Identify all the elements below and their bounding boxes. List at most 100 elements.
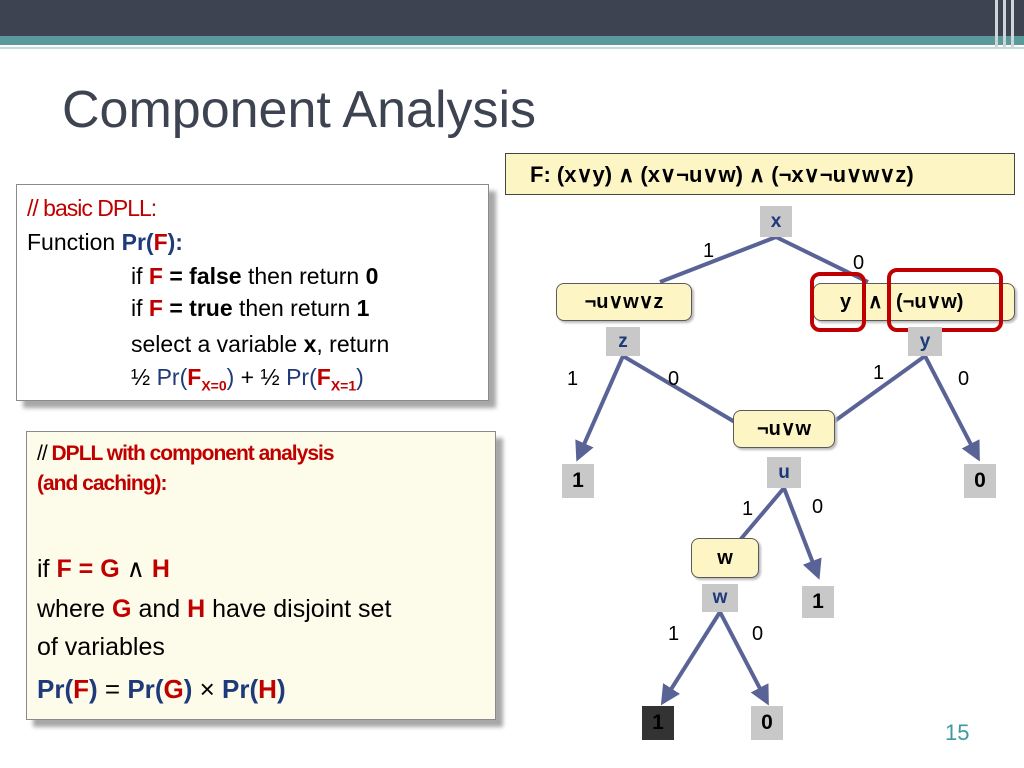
page-number: 15 — [945, 720, 970, 745]
header-accent-bar — [0, 36, 1024, 45]
f-symbol: F — [73, 674, 90, 704]
true-literal: = true — [162, 295, 233, 321]
paren: ( — [309, 364, 317, 390]
component-comment-line1: // DPLL with component analysis — [37, 442, 335, 466]
highlight-u-w — [887, 268, 1003, 332]
leaf-w-1: 1 — [642, 706, 674, 740]
node-x: x — [760, 206, 792, 237]
node-y: y — [908, 327, 942, 356]
edge-label: 1 — [873, 362, 885, 384]
formula-text: F: (x∨y) ∧ (x∨¬u∨w) ∧ (¬x∨¬u∨w∨z) — [530, 162, 914, 187]
then-return: then return — [241, 263, 366, 289]
h-symbol: H — [187, 595, 206, 623]
equals: = — [97, 674, 128, 704]
edge-w-1 — [660, 610, 722, 706]
pr-name: Pr — [127, 674, 155, 704]
edge-u-0 — [782, 487, 822, 580]
false-case-line: if F = false then return 0 — [131, 263, 378, 290]
u-w-component: (¬u∨w) — [896, 291, 964, 313]
function-line: Function Pr(F): — [27, 229, 183, 256]
component-analysis-box: // DPLL with component analysis (and cac… — [26, 431, 496, 720]
clause-middle: ¬u∨w — [733, 410, 835, 448]
edge-label: 0 — [668, 368, 680, 390]
if-keyword: if — [37, 555, 57, 583]
edge-label: 0 — [853, 252, 865, 274]
paren: ) — [226, 364, 235, 390]
edge-label: 0 — [812, 496, 824, 518]
paren: ) — [89, 674, 98, 704]
paren: ) — [276, 674, 286, 704]
half: ½ — [131, 364, 157, 390]
if-keyword: if — [131, 263, 149, 289]
edge-z-0 — [621, 354, 747, 430]
f-symbol: F — [316, 364, 331, 390]
edge-w-0 — [718, 611, 769, 706]
and-word: and — [131, 595, 188, 623]
f-symbol: F — [187, 364, 202, 390]
header-stripe — [995, 0, 998, 48]
leaf-w-0: 0 — [751, 706, 783, 740]
plus: + — [234, 364, 261, 390]
comment-text: DPLL with component analysis — [51, 442, 335, 465]
comment-slash: // — [37, 442, 52, 465]
paren: ) — [183, 674, 193, 704]
product-rule-line: Pr(F) = Pr(G) × Pr(H) — [37, 674, 286, 705]
f-symbol: F — [148, 295, 163, 321]
g-symbol: G — [163, 674, 184, 704]
edge-label: 1 — [703, 240, 715, 262]
subscript: X=0 — [201, 377, 227, 394]
false-literal: = false — [162, 263, 242, 289]
leaf-u-0: 1 — [802, 586, 834, 618]
header-bar — [0, 0, 1024, 36]
pr-name: Pr — [156, 364, 180, 390]
variables-text: of variables — [37, 633, 165, 661]
leaf-z-1: 1 — [562, 464, 594, 498]
edge-y-1 — [823, 354, 927, 430]
paren: ( — [154, 674, 164, 704]
f-symbol: F — [148, 263, 163, 289]
h-symbol: H — [258, 674, 277, 704]
edge-label: 0 — [752, 623, 764, 645]
node-u: u — [767, 457, 801, 488]
edge-x-1 — [659, 235, 777, 284]
g-symbol: G — [100, 555, 120, 583]
paren: ( — [64, 674, 74, 704]
formula-box: F: (x∨y) ∧ (x∨¬u∨w) ∧ (¬x∨¬u∨w∨z) — [505, 153, 1015, 195]
and-symbol: ∧ — [868, 291, 883, 313]
edge-label: 0 — [958, 368, 970, 390]
where-line: where G and H have disjoint set — [37, 595, 391, 624]
pr-name: Pr — [222, 674, 250, 704]
condition-line: if F = G ∧ H — [37, 554, 170, 584]
paren: ): — [167, 229, 183, 255]
subscript: X=1 — [330, 377, 357, 394]
paren: ( — [145, 229, 154, 255]
header-stripe — [1011, 0, 1014, 48]
edge-y-0 — [923, 355, 980, 462]
select-text: select a variable — [131, 331, 304, 357]
h-symbol: H — [151, 555, 170, 583]
node-z: z — [606, 327, 640, 356]
select-variable-line: select a variable x, return — [131, 331, 389, 358]
return-text: , return — [316, 331, 390, 357]
paren: ( — [249, 674, 259, 704]
edge-label: 1 — [742, 498, 754, 520]
basic-dpll-comment: // basic DPLL: — [27, 195, 157, 221]
function-keyword: Function — [27, 229, 122, 255]
return-value: 0 — [365, 263, 379, 289]
pr-name: Pr — [121, 229, 146, 255]
edge-u-1 — [738, 486, 786, 542]
node-w: w — [702, 584, 738, 612]
paren: ) — [356, 364, 364, 390]
true-case-line: if F = true then return 1 — [131, 295, 369, 322]
disjoint-text: have disjoint set — [205, 595, 392, 623]
comment-text: (and caching): — [37, 472, 168, 495]
y-component: y — [840, 291, 852, 313]
recursion-line: ½ Pr(FX=0) + ½ Pr(FX=1) — [131, 364, 364, 394]
times-symbol: × — [192, 674, 223, 704]
g-symbol: G — [112, 595, 132, 623]
header-divider — [0, 47, 1024, 49]
highlight-y — [810, 272, 866, 332]
leaf-y-0: 0 — [964, 464, 996, 498]
then-return: then return — [232, 295, 357, 321]
